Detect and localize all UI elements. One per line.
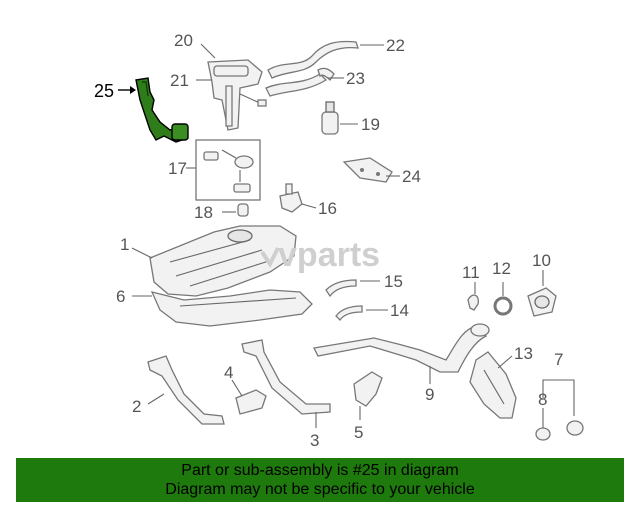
watermark-text: vparts [278,236,380,274]
clip-11-part [467,294,479,311]
callout-21: 21 [170,71,189,90]
leader-16 [301,203,317,209]
callout-9: 9 [425,385,434,404]
callout-6: 6 [116,287,125,306]
callout-23: 23 [346,69,365,88]
leader-1 [131,247,153,259]
bracket-4-part [235,389,267,415]
fuel-tank-part [149,225,297,297]
hose-15-part [325,279,357,298]
callout-17: 17 [168,159,187,178]
fuel-line-lower-part [265,67,335,97]
splash-shield-part [469,351,517,419]
fuel-line-upper-part [267,40,359,79]
callout-8: 8 [538,390,547,409]
fuel-filter-part [321,101,339,135]
leader-25-arrow [130,86,136,94]
callout-7: 7 [554,350,563,369]
filler-pipe-part [313,323,490,373]
cap-8-part [535,427,551,441]
bracket-group-7 [542,379,575,428]
gasket-kit-box [195,139,261,201]
watermark-logo: vparts [260,236,380,274]
callout-22: 22 [386,36,405,55]
callout-2: 2 [132,397,141,416]
banner-line-2: Diagram may not be specific to your vehi… [165,481,475,498]
tank-protector-part [150,289,313,327]
callout-16: 16 [318,199,337,218]
callout-19: 19 [361,115,380,134]
bracket-plate-part [342,157,393,183]
cap-7-part [566,420,584,436]
callout-1: 1 [120,235,129,254]
callout-13: 13 [514,344,533,363]
hose-14-part [335,305,363,322]
filler-cap-10-part [527,287,557,317]
callout-5: 5 [354,423,363,442]
leader-13 [497,355,513,369]
callout-20: 20 [174,31,193,50]
tank-strap-2-part [147,355,225,425]
fuel-sender-part-25 [135,77,189,143]
tank-strap-3-part [241,339,331,415]
banner-line-1: Part or sub-assembly is #25 in diagram [181,462,459,479]
callout-10: 10 [532,251,551,270]
grommet-part [237,203,249,217]
callout-11: 11 [462,263,480,282]
callout-4: 4 [224,363,233,382]
bracket-5-part [353,371,383,407]
leader-20 [200,43,216,59]
callout-12: 12 [492,259,511,278]
callout-14: 14 [390,301,409,320]
callout-3: 3 [310,431,319,450]
info-banner: Part or sub-assembly is #25 in diagram D… [16,458,624,502]
callout-24: 24 [402,167,421,186]
callout-15: 15 [384,272,403,291]
check-valve-part [279,183,303,213]
leader-4 [231,379,243,397]
fuel-pump-bracket-part [207,59,267,131]
leader-2 [147,393,165,405]
callout-18: 18 [194,203,213,222]
clamp-12-part [493,296,513,316]
callout-25: 25 [94,81,114,101]
